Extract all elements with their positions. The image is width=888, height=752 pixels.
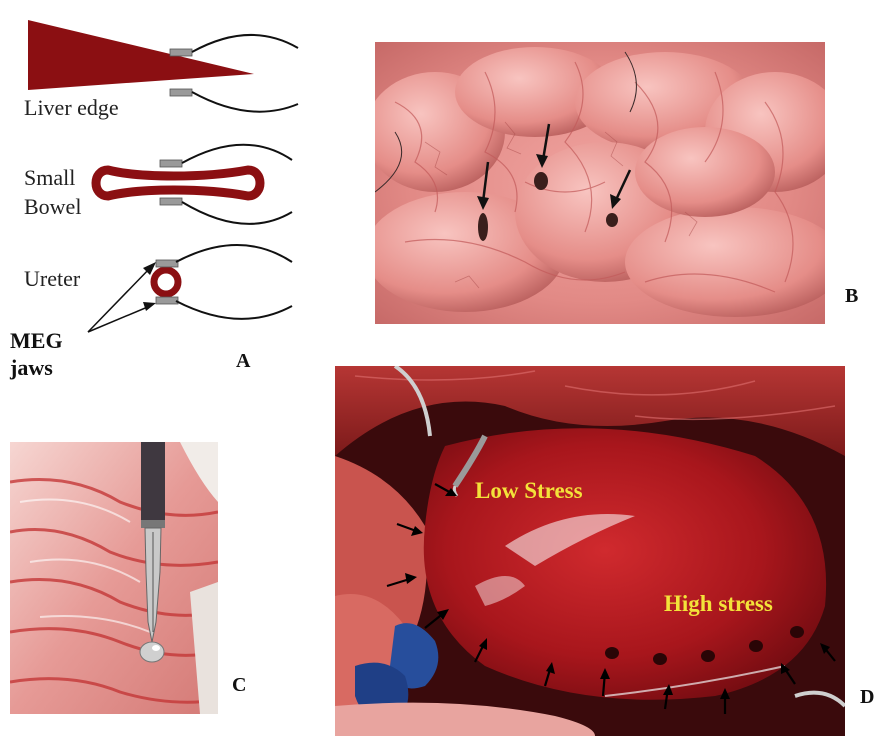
blue-sponge (390, 623, 439, 689)
panel-b-letter: B (845, 285, 859, 307)
jaw-arc-bottom-bowel (181, 201, 293, 225)
label-liver-edge: Liver edge (24, 95, 119, 120)
small-bowel-shape (91, 165, 265, 201)
panel-a (0, 0, 330, 380)
label-jaws: jaws (10, 355, 53, 380)
label-high-stress: High stress (664, 591, 773, 616)
label-bowel: Bowel (24, 194, 82, 219)
panel-a-schematic (28, 20, 299, 333)
panel-d-letter: D (860, 686, 875, 708)
label-ureter: Ureter (24, 266, 81, 291)
seal-mark-3 (606, 213, 618, 227)
jaw-pad-bottom-bowel (159, 197, 183, 206)
meg-arrow-lower (87, 305, 151, 333)
bowel-surface-image (375, 42, 825, 324)
label-meg: MEG (10, 328, 63, 353)
jaw-arc-top-bowel (181, 143, 293, 164)
label-small: Small (24, 165, 76, 190)
seal-line-marks (605, 626, 804, 665)
meg-arrow-upper (87, 265, 153, 333)
jaw-arc-bottom-ureter (175, 300, 293, 320)
panel-b-photo (375, 42, 825, 324)
panel-c-letter: C (232, 674, 247, 696)
ureter-ring (150, 266, 182, 298)
jaw-pad-top-ureter (155, 259, 179, 268)
jaw-arc-bottom-liver (191, 91, 299, 113)
liver-image (335, 366, 845, 736)
seal-mark-1 (478, 213, 488, 241)
label-low-stress: Low Stress (475, 478, 583, 503)
jaw-pad-top-bowel (159, 159, 183, 168)
liver-lobe (423, 428, 827, 700)
jaw-pad-top-liver (169, 48, 193, 57)
panel-d-photo (335, 366, 845, 736)
seal-mark-2 (534, 172, 548, 190)
meg-arrowhead-upper (143, 262, 156, 275)
instrument-shaft (141, 442, 165, 522)
jaw-arc-top-liver (191, 33, 299, 53)
jaw-pad-bottom-ureter (155, 296, 179, 305)
liver-edge-wedge (28, 20, 254, 90)
panel-a-letter: A (236, 350, 251, 372)
meg-arrowhead-lower (143, 302, 156, 311)
jaw-arc-top-ureter (175, 244, 293, 263)
panel-c-photo (10, 442, 218, 714)
jaw-pad-bottom-liver (169, 88, 193, 97)
instrument-image (10, 442, 218, 714)
panel-b-arrows (481, 123, 632, 203)
